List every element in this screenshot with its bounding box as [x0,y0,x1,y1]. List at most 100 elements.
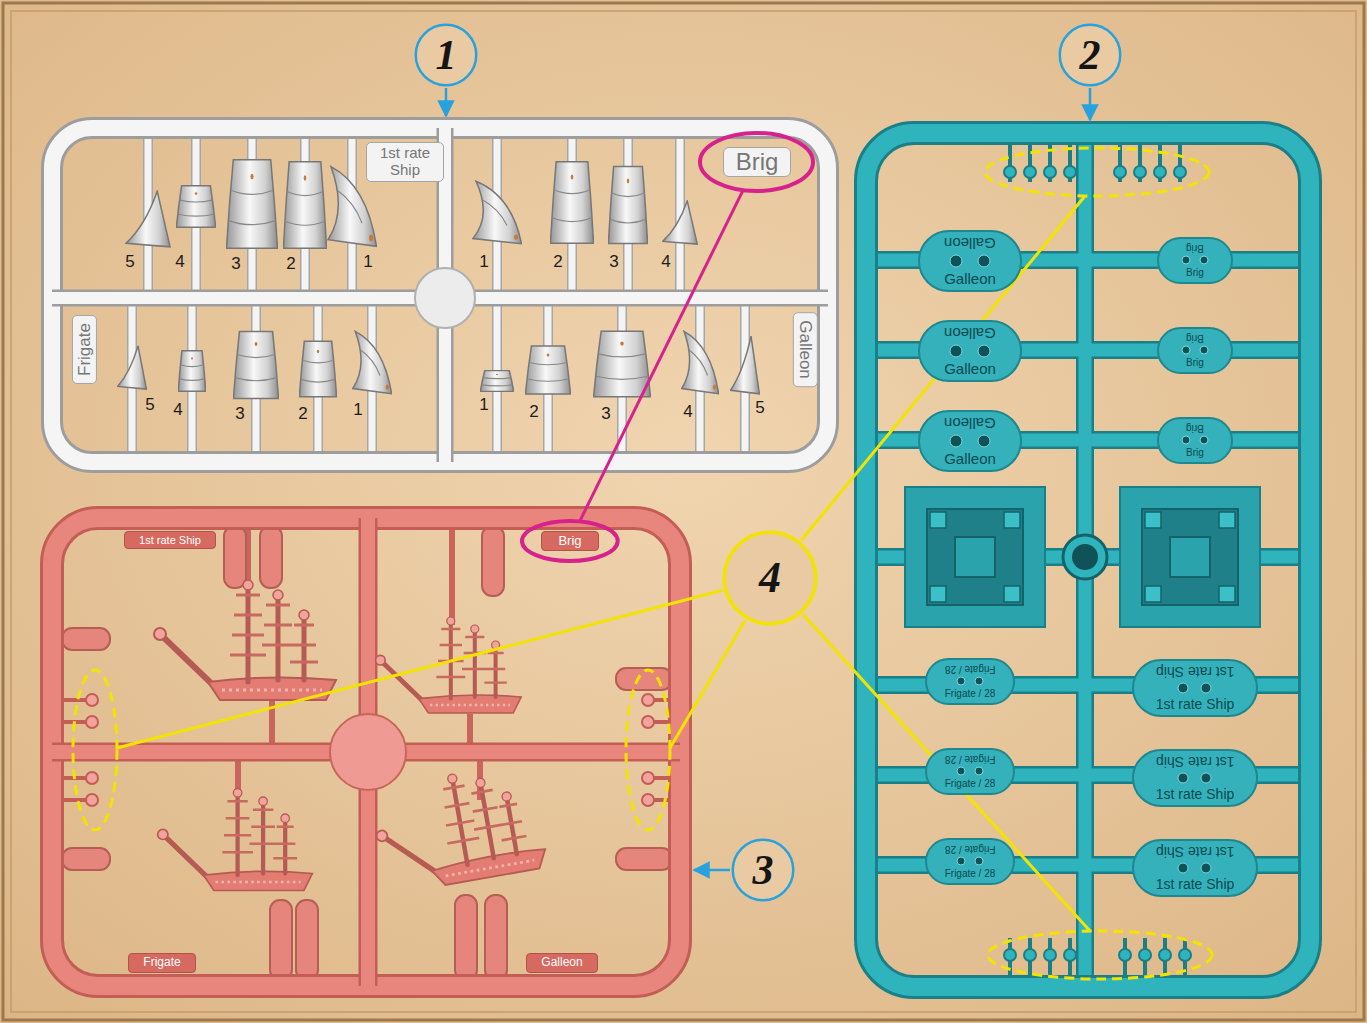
base-sprue [866,133,1310,987]
highlight-ring [985,148,1209,196]
hull-sprue [642,716,654,728]
sail-sprue [283,162,326,248]
base-sprue [866,133,1310,987]
base-sprue [930,512,946,528]
base-sprue [1174,166,1186,178]
base-sprue [1134,166,1146,178]
hull-sprue [52,518,680,986]
base-tab: Frigate / 28Frigate / 28 [925,748,1016,795]
base-tab: Frigate / 28 Frigate / 28 [925,658,1016,705]
base-sprue [1170,537,1210,577]
peg-hole [1200,436,1208,444]
hull-sprue [86,794,98,806]
part-number: 4 [173,401,182,420]
page-frame [11,11,1356,1012]
sprue-name-tab: 1st rate Ship [124,531,216,549]
peg-holes [956,675,984,687]
peg-hole [950,435,962,447]
peg-hole [957,857,965,865]
peg-holes [1177,771,1212,785]
hull-sprue [86,772,98,784]
sprue-name-tab: Frigate [128,953,195,972]
base-sprue [930,512,1235,602]
tab-label: Frigate / 28 [945,843,996,855]
callout-ring [724,532,816,624]
part-number: 5 [755,399,764,418]
tab-label: Brig [541,531,598,552]
peg-hole [1178,773,1188,783]
base-sprue [866,133,1310,987]
sprue-name-tab: Frigate [71,316,96,385]
base-sprue [1044,166,1056,178]
base-sprue [1120,487,1260,627]
base-tab: GalleonGalleon [918,320,1022,383]
peg-holes [949,433,991,449]
hull-sprue [455,895,477,980]
sail-sprue [126,191,170,247]
peg-hole [957,767,965,775]
highlight-ellipse [522,521,618,561]
hull-sprue [260,526,282,588]
sail-sprue [731,336,760,394]
callout-number: 3 [753,849,774,891]
base-sprue [1154,166,1166,178]
peg-holes [956,765,984,777]
sail-sprue [299,341,336,397]
tab-label: Galleon [944,235,996,252]
base-sprue [905,487,1045,627]
hull-sprue [86,694,98,706]
callout-circle: 4 [722,530,818,626]
highlight-ring [626,670,670,830]
base-tab: 1st rate Ship1st rate Ship [1132,749,1259,807]
peg-holes [1181,344,1209,356]
part-number: 1 [353,401,362,420]
sprue-name-tab: Galleon [526,953,597,972]
base-sprue [1063,535,1107,579]
highlight-ring [73,670,117,830]
part-number: 4 [683,403,692,422]
hull-sprue [368,761,548,896]
callout-arrow [446,88,1090,870]
base-sprue [1064,166,1076,178]
base-tab: Frigate / 28Frigate / 28 [925,838,1016,885]
base-sprue [927,509,1023,605]
base-sprue [1072,544,1098,570]
base-sprue [1139,949,1151,961]
peg-hole [1178,863,1188,873]
peg-hole [1182,346,1190,354]
peg-hole [975,677,983,685]
tab-label: Brig [1186,422,1204,434]
peg-holes [949,343,991,359]
sail-sprue [52,128,828,462]
sail-sprue [52,128,828,462]
tab-label: Frigate / 28 [945,688,996,700]
base-sprue [1024,949,1036,961]
tab-label: Brig [1186,447,1204,459]
part-number: 3 [231,255,240,274]
tab-label: Frigate / 28 [945,753,996,765]
leader-line [801,196,1085,540]
hull-sprue [62,700,670,800]
base-tab: BrigBrig [1157,237,1233,284]
base-sprue [1004,586,1020,602]
base-sprue [1024,166,1036,178]
base-tab: BrigBrig [1157,327,1233,374]
hull-sprue [376,617,522,713]
base-sprue [1145,512,1161,528]
sail-sprue [550,162,593,244]
tab-label: Brig [1186,242,1204,254]
tab-label: Frigate / 28 [945,663,996,675]
hull-sprue [482,526,504,596]
tab-label: Galleon [944,415,996,432]
base-sprue [1159,949,1171,961]
leader-line [117,196,1090,931]
callout-number: 1 [436,34,457,76]
hull-sprue [62,694,670,806]
base-sprue [866,133,1310,987]
tab-label: Galleon [944,270,996,287]
base-sprue [1179,949,1191,961]
part-number: 1 [479,396,488,415]
